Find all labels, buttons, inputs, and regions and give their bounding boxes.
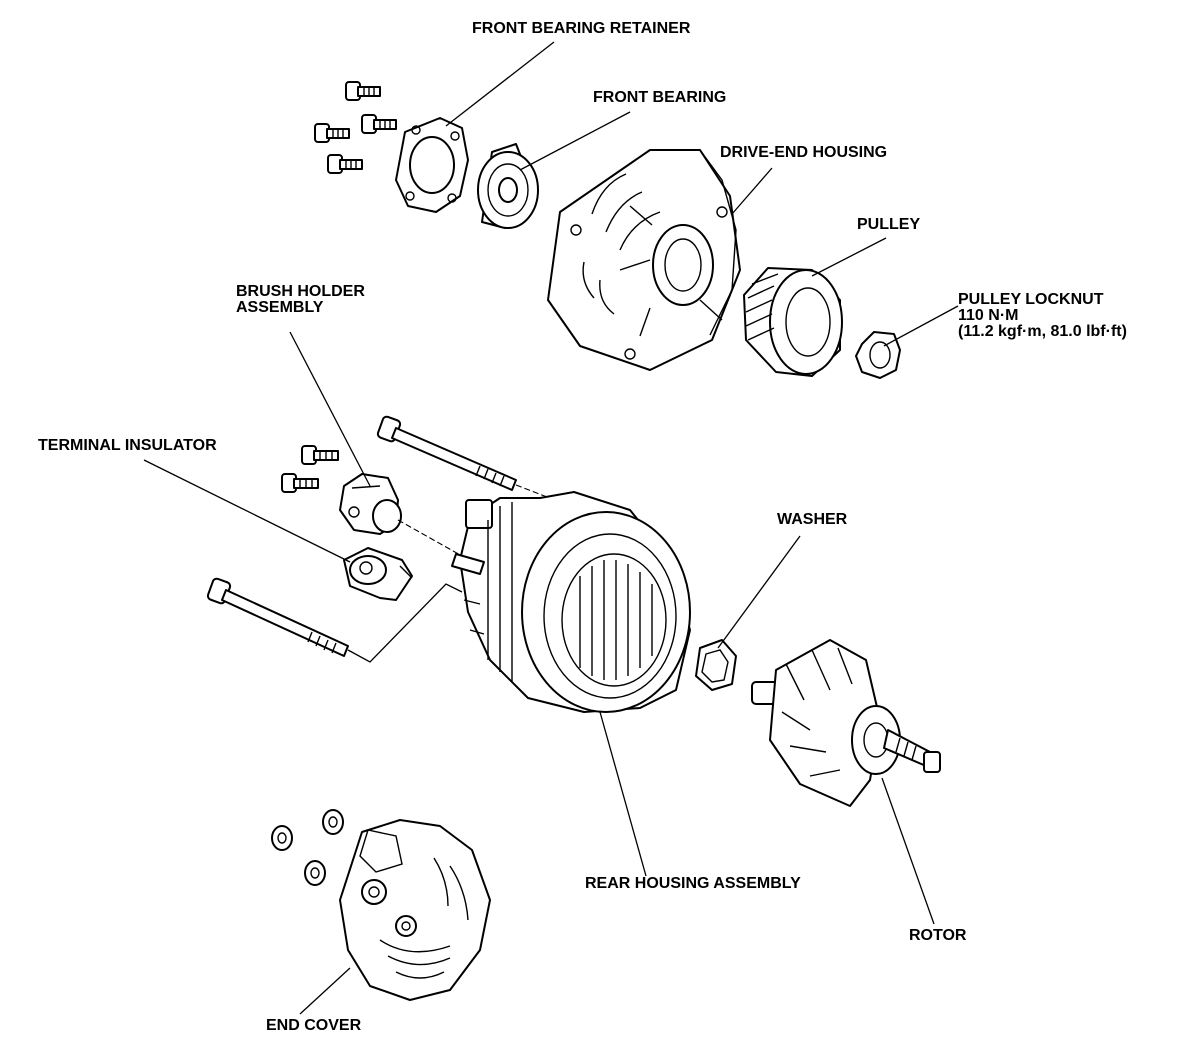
washer xyxy=(695,639,737,691)
label-rotor: ROTOR xyxy=(909,927,967,944)
label-brush-holder-assembly: BRUSH HOLDER ASSEMBLY xyxy=(236,284,365,316)
brush-holder-screw-2 xyxy=(281,473,319,493)
leader-washer xyxy=(717,535,801,649)
leader-terminal-insulator xyxy=(143,459,351,563)
leader-end-cover xyxy=(299,967,351,1015)
label-pulley: PULLEY xyxy=(857,216,921,233)
leader-front-bearing xyxy=(519,111,631,171)
pulley-locknut xyxy=(855,331,901,379)
pulley xyxy=(743,267,843,377)
label-front-bearing: FRONT BEARING xyxy=(593,89,727,106)
front-bearing xyxy=(477,143,539,229)
label-end-cover: END COVER xyxy=(266,1017,362,1034)
leader-pulley xyxy=(811,237,887,277)
label-front-bearing-retainer: FRONT BEARING RETAINER xyxy=(472,20,691,37)
leader-drive-end-housing xyxy=(731,167,773,215)
retainer-bolt-3 xyxy=(314,123,350,143)
end-cover-nut-3 xyxy=(304,860,326,886)
rear-housing-assembly xyxy=(451,491,691,713)
drive-end-housing xyxy=(547,149,741,371)
leader-rear-housing-assembly xyxy=(599,711,647,877)
through-bolt-upper xyxy=(376,415,517,491)
end-cover xyxy=(339,819,491,1001)
brush-holder-assembly xyxy=(339,473,402,535)
label-rear-housing-assembly: REAR HOUSING ASSEMBLY xyxy=(585,875,801,892)
front-bearing-retainer xyxy=(395,117,469,213)
brush-holder-screw-1 xyxy=(301,445,339,465)
leader-rotor xyxy=(881,777,935,925)
retainer-bolt-1 xyxy=(345,81,381,101)
label-brush-holder-line2: ASSEMBLY xyxy=(236,299,324,316)
retainer-bolt-4 xyxy=(327,154,363,174)
label-brush-holder-line1: BRUSH HOLDER xyxy=(236,283,365,300)
guide-line-brush-holder xyxy=(397,519,463,557)
through-bolt-lower xyxy=(206,577,349,657)
label-pulley-locknut-torque-alt: (11.2 kgf·m, 81.0 lbf·ft) xyxy=(958,323,1127,340)
end-cover-nut-1 xyxy=(271,825,293,851)
leader-pulley-locknut xyxy=(883,305,959,347)
end-cover-nut-2 xyxy=(322,809,344,835)
guide-line-bolt-lower xyxy=(347,583,463,663)
terminal-insulator xyxy=(343,547,413,601)
leader-brush-holder-assembly xyxy=(289,331,371,487)
label-pulley-locknut-name: PULLEY LOCKNUT xyxy=(958,291,1104,308)
label-terminal-insulator: TERMINAL INSULATOR xyxy=(38,437,217,454)
label-pulley-locknut: PULLEY LOCKNUT 110 N·m (11.2 kgf·m, 81.0… xyxy=(958,292,1127,340)
label-pulley-locknut-torque: 110 N·m xyxy=(958,307,1019,324)
label-washer: WASHER xyxy=(777,511,848,528)
label-drive-end-housing: DRIVE-END HOUSING xyxy=(720,144,888,161)
rotor xyxy=(751,639,941,807)
leader-front-bearing-retainer xyxy=(445,41,555,127)
retainer-bolt-2 xyxy=(361,114,397,134)
